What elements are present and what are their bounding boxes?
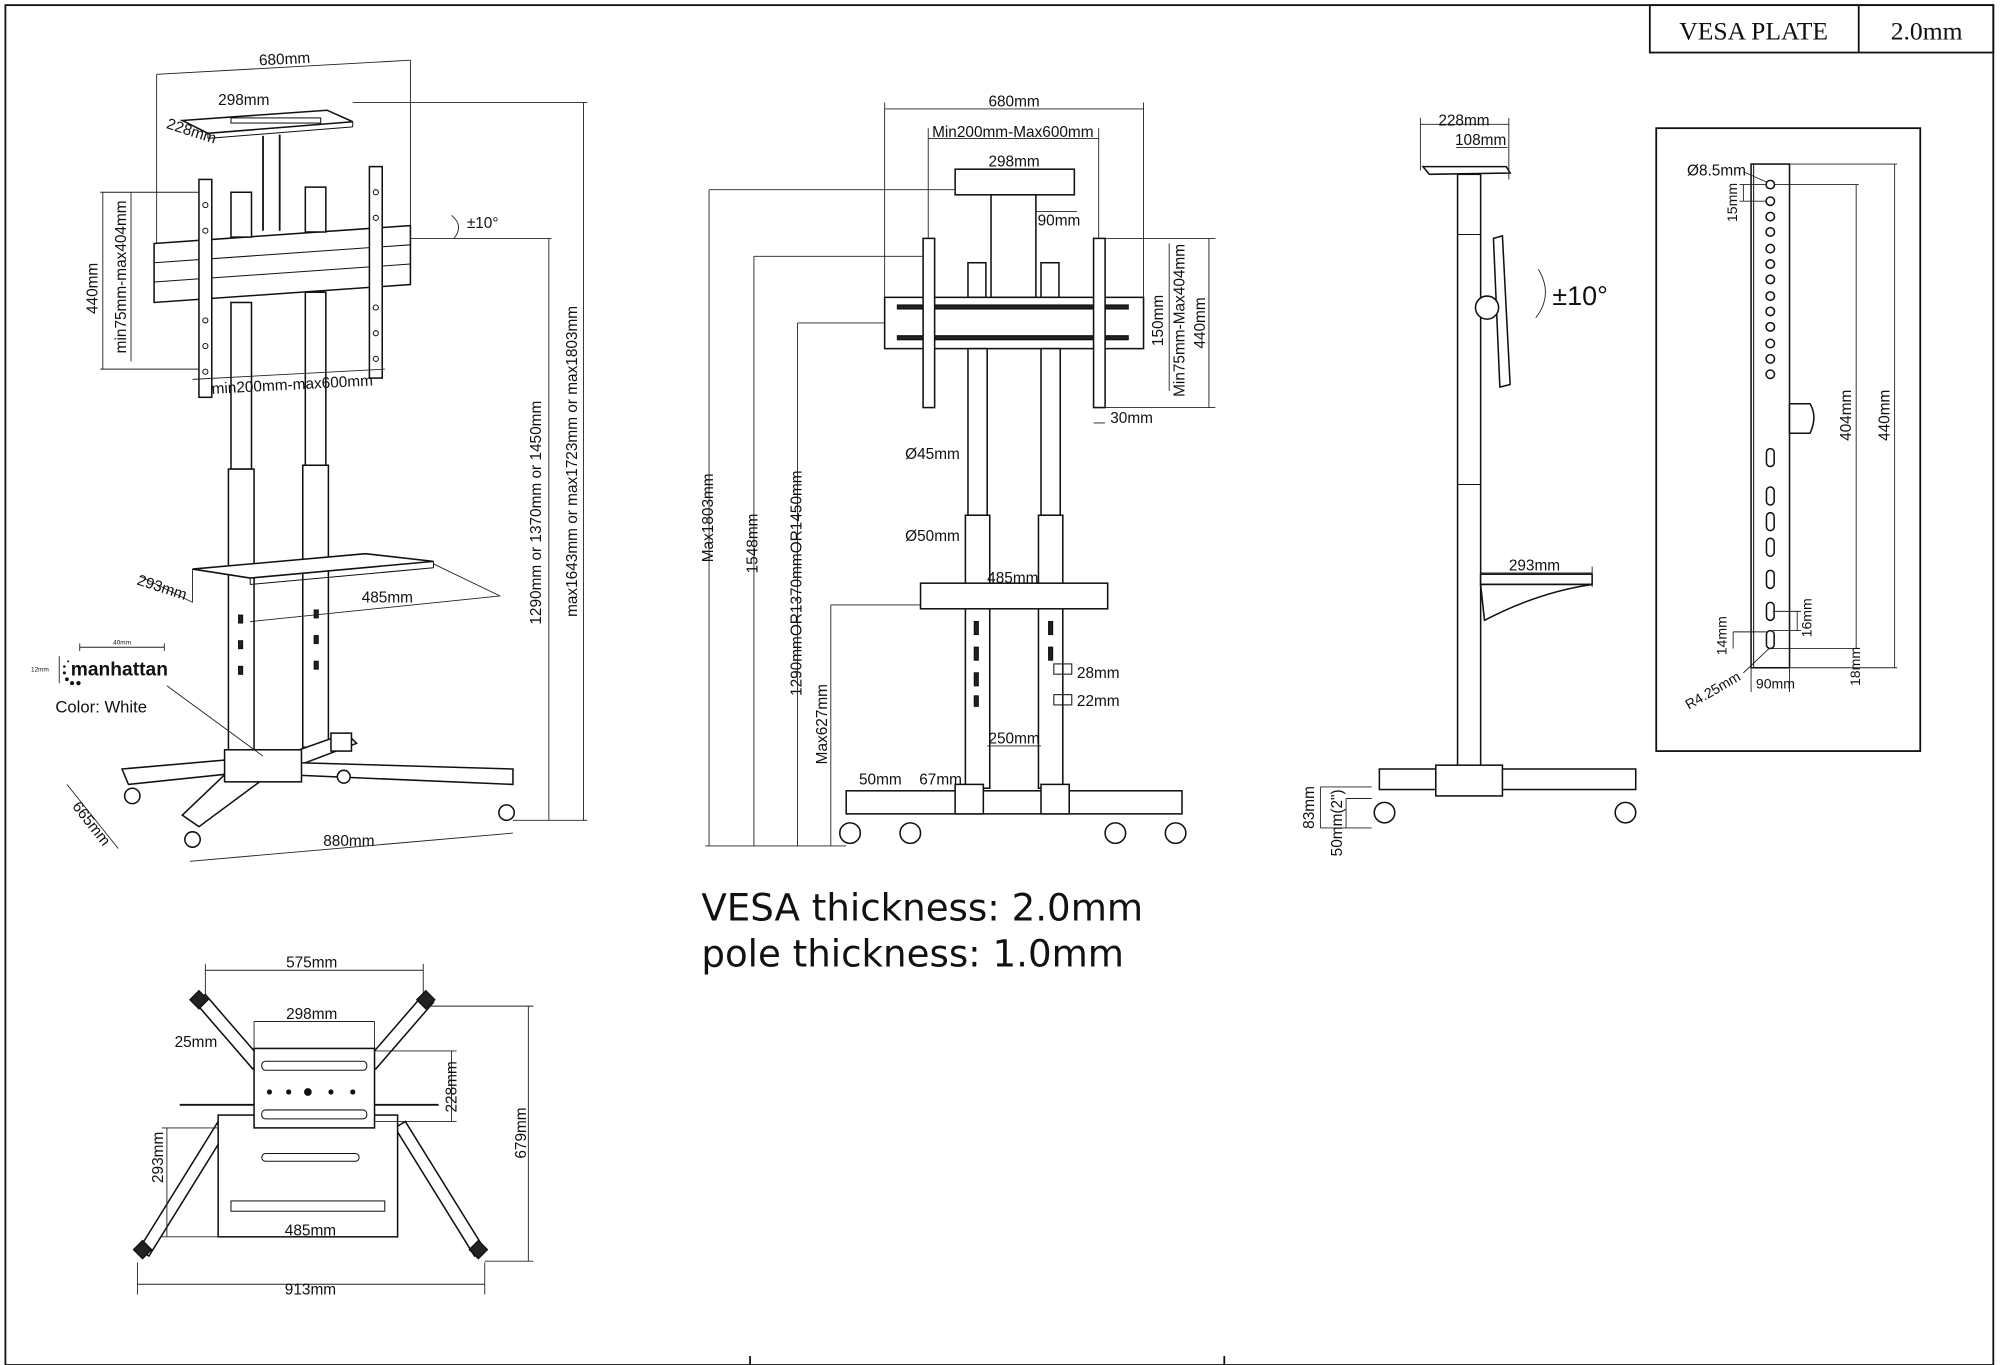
side-base-height: 83mm — [1301, 786, 1318, 829]
top-plate-depth: 228mm — [444, 1061, 461, 1112]
front-mount-height: 440mm — [1192, 297, 1209, 348]
perspective-shelf-depth: 293mm — [135, 572, 189, 604]
perspective-vesa-vertical: min75mm-max404mm — [113, 200, 130, 353]
vesa-plate-detail: Ø8.5mm 15mm 404mm 440mm 16mm 14mm R4.25m… — [1655, 127, 1922, 752]
front-top-shelf-width: 298mm — [988, 154, 1039, 171]
title-block: VESA PLATE 2.0mm — [1648, 4, 1995, 54]
perspective-base-depth: 665mm — [68, 798, 113, 849]
front-pole-upper: Ø45mm — [905, 446, 960, 463]
perspective-height-options: 1290mm or 1370mm or 1450mm — [528, 401, 545, 625]
note-pole-thickness: pole thickness: 1.0mm — [701, 932, 1124, 975]
front-rail-offset: 150mm — [1150, 295, 1167, 346]
brand-logo: 40mm 12mm manhattan Color: White — [31, 640, 168, 717]
front-wheel-a: 50mm — [859, 771, 902, 788]
front-shelf-width: 485mm — [987, 570, 1038, 587]
vesa-plate-width: 90mm — [1756, 675, 1795, 691]
logo-brand: manhattan — [71, 659, 168, 680]
perspective-max-height-options: max1643mm or max1723mm or max1803mm — [564, 306, 581, 617]
side-top-inner: 108mm — [1455, 132, 1506, 149]
front-view: 680mm Min200mm-Max600mm 298mm 90mm Ø45mm… — [700, 93, 1216, 847]
top-view: 575mm 298mm 25mm 228mm 679mm 293mm 485mm… — [132, 955, 534, 1299]
perspective-top-shelf-width: 298mm — [218, 92, 269, 109]
vesa-slot-pitch: 16mm — [1798, 598, 1814, 637]
side-top-depth: 228mm — [1438, 113, 1489, 130]
side-view: 228mm 108mm ±10° 293mm 83mm 50mm(2") — [1301, 113, 1637, 856]
title-block-label: VESA PLATE — [1679, 17, 1828, 46]
side-tilt: ±10° — [1552, 281, 1607, 311]
note-vesa-thickness: VESA thickness: 2.0mm — [701, 886, 1143, 929]
top-overall-depth: 679mm — [513, 1107, 530, 1158]
perspective-view: 680mm 298mm 228mm 440mm min75mm-max404mm… — [66, 50, 588, 862]
top-shelf-depth: 293mm — [150, 1132, 167, 1183]
perspective-mount-height: 440mm — [85, 263, 102, 314]
front-clip-b: 22mm — [1077, 693, 1120, 710]
vesa-hole-pitch: 15mm — [1724, 183, 1740, 222]
front-column-width: 90mm — [1038, 213, 1081, 230]
vesa-bottom-offset: 18mm — [1847, 647, 1863, 686]
front-overall-width: 680mm — [988, 93, 1039, 110]
front-mid-height: 1548mm — [745, 514, 762, 574]
vesa-slot-length: 14mm — [1714, 616, 1730, 655]
front-wheel-b: 67mm — [919, 771, 962, 788]
top-shelf-width: 485mm — [285, 1223, 336, 1240]
top-arm-span: 575mm — [286, 955, 337, 972]
perspective-tilt: ±10° — [467, 215, 499, 232]
front-height-options: 1290mmOR1370mmOR1450mm — [788, 470, 805, 696]
logo-height-label: 12mm — [31, 667, 49, 674]
perspective-base-width: 880mm — [323, 833, 374, 850]
drawing-border — [4, 4, 1995, 1365]
side-shelf-depth: 293mm — [1509, 557, 1560, 574]
manhattan-logo-dots-icon — [62, 660, 81, 686]
front-pole-spacing: 250mm — [988, 730, 1039, 747]
front-vesa-horizontal: Min200mm-Max600mm — [932, 124, 1093, 141]
front-pole-lower: Ø50mm — [905, 528, 960, 545]
top-arm-width: 25mm — [175, 1034, 218, 1051]
perspective-overall-width: 680mm — [259, 50, 311, 70]
front-clip-a: 28mm — [1077, 665, 1120, 682]
vesa-slot-radius: R4.25mm — [1682, 668, 1743, 712]
front-rail-width: 30mm — [1110, 410, 1153, 427]
side-caster: 50mm(2") — [1329, 789, 1346, 856]
title-block-value: 2.0mm — [1891, 17, 1963, 46]
vesa-hole-diameter: Ø8.5mm — [1687, 163, 1746, 180]
logo-color-label: Color: White — [55, 698, 147, 717]
vesa-inner-height: 404mm — [1838, 390, 1855, 441]
logo-width-label: 40mm — [113, 640, 131, 647]
top-plate-width: 298mm — [286, 1006, 337, 1023]
front-shelf-max-height: Max627mm — [814, 684, 831, 764]
vesa-outer-height: 440mm — [1876, 390, 1893, 441]
front-max-height: Max1803mm — [700, 473, 717, 562]
front-vesa-vertical: Min75mm-Max404mm — [1172, 244, 1189, 397]
perspective-shelf-width: 485mm — [362, 589, 413, 606]
top-overall-width: 913mm — [285, 1282, 336, 1299]
